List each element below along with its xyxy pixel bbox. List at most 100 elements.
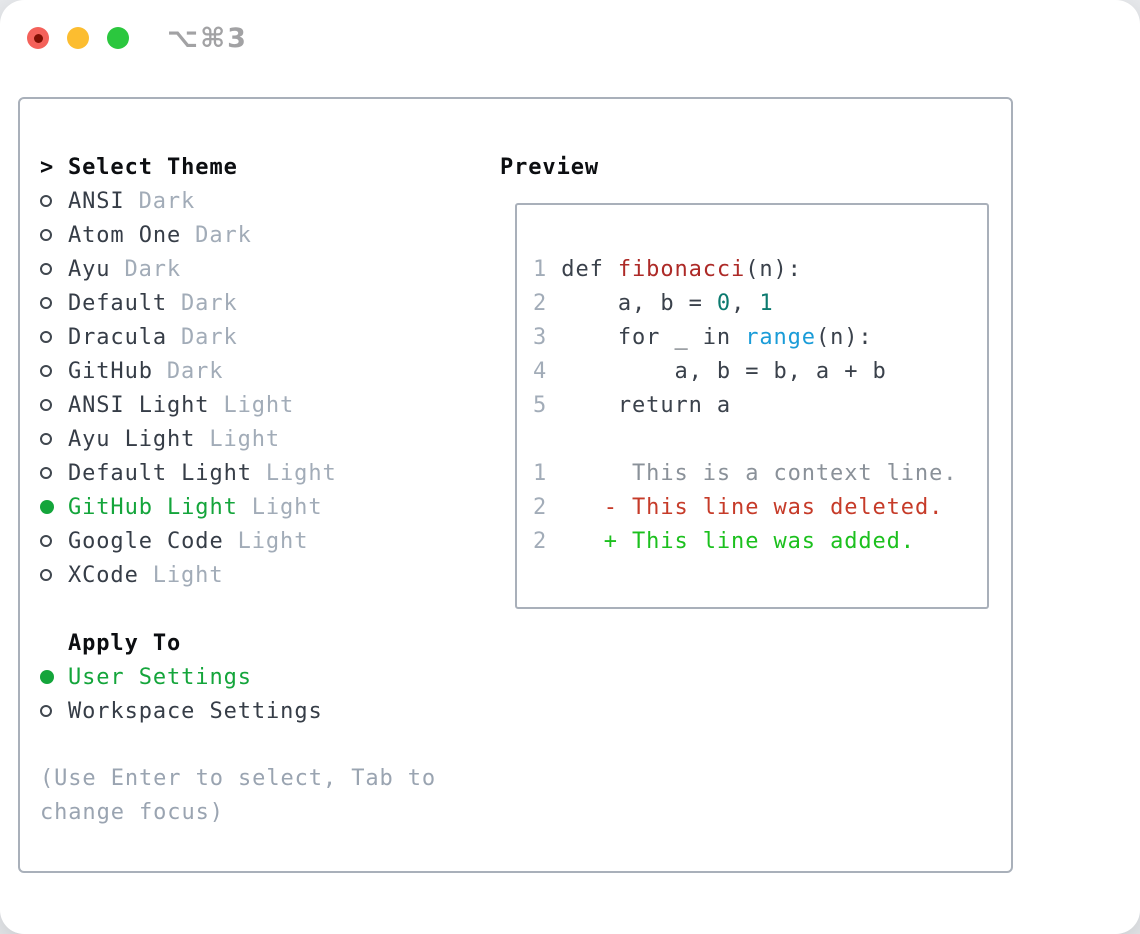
radio-icon bbox=[40, 229, 52, 241]
theme-option-default-light[interactable]: Default Light Light bbox=[40, 456, 436, 490]
theme-option-github[interactable]: GitHub Dark bbox=[40, 354, 436, 388]
help-text: (Use Enter to select, Tab to change focu… bbox=[40, 766, 437, 825]
code-segment-builtin: range bbox=[745, 325, 816, 350]
line-number: 2 bbox=[533, 291, 548, 316]
apply-option-user-settings[interactable]: User Settings bbox=[40, 660, 436, 694]
radio-selected-icon bbox=[40, 500, 54, 514]
code-segment-num: 0 bbox=[716, 291, 732, 316]
close-button[interactable] bbox=[27, 27, 49, 49]
theme-variant-tag: Dark bbox=[166, 358, 224, 384]
diff-line: 2 - This line was deleted. bbox=[533, 491, 971, 525]
radio-gutter bbox=[40, 433, 68, 445]
code-segment-plain bbox=[547, 529, 604, 554]
preview-header: Preview bbox=[500, 150, 989, 184]
code-segment-plain: , bbox=[731, 291, 760, 316]
spacer bbox=[533, 423, 971, 457]
theme-option-label: XCode bbox=[68, 562, 139, 588]
theme-variant-tag: Dark bbox=[195, 222, 252, 248]
code-sample: 1 def fibonacci(n): 2 a, b = 0, 1 3 for _ … bbox=[533, 253, 971, 423]
theme-variant-tag: Light bbox=[152, 562, 224, 588]
apply-option-label: Workspace Settings bbox=[68, 698, 323, 724]
radio-icon bbox=[40, 569, 52, 581]
theme-option-label: GitHub bbox=[68, 358, 153, 384]
code-segment-plain: for _ in bbox=[547, 325, 746, 350]
theme-option-github-light[interactable]: GitHub Light Light bbox=[40, 490, 436, 524]
radio-gutter bbox=[40, 705, 68, 717]
code-segment-del: - This line was deleted. bbox=[603, 495, 944, 520]
theme-variant-tag: Light bbox=[265, 460, 337, 486]
theme-option-label: Ayu Light bbox=[68, 426, 196, 452]
theme-variant-tag: Light bbox=[251, 494, 323, 520]
code-segment-plain: a, b = bbox=[547, 291, 717, 316]
line-number: 2 bbox=[533, 529, 548, 554]
maximize-button[interactable] bbox=[107, 27, 129, 49]
radio-gutter bbox=[40, 467, 68, 479]
code-line: 3 for _ in range(n): bbox=[533, 321, 971, 355]
apply-to-header: Apply To bbox=[68, 626, 436, 660]
code-segment-plain bbox=[547, 495, 604, 520]
radio-icon bbox=[40, 263, 52, 275]
line-number: 4 bbox=[533, 359, 548, 384]
focus-caret-icon: > bbox=[40, 154, 55, 180]
theme-option-ayu-light[interactable]: Ayu Light Light bbox=[40, 422, 436, 456]
radio-gutter bbox=[40, 297, 68, 309]
select-theme-title: Select Theme bbox=[68, 154, 238, 180]
theme-option-label: ANSI Light bbox=[68, 392, 210, 418]
line-number: 5 bbox=[533, 393, 548, 418]
theme-option-label: Ayu bbox=[68, 256, 111, 282]
theme-option-label: GitHub Light bbox=[68, 494, 238, 520]
line-number: 1 bbox=[533, 257, 548, 282]
preview-box: 1 def fibonacci(n): 2 a, b = 0, 1 3 for _ … bbox=[515, 203, 989, 609]
diff-sample: 1 This is a context line.2 - This line w… bbox=[533, 457, 971, 559]
theme-option-xcode[interactable]: XCode Light bbox=[40, 558, 436, 592]
code-line: 1 def fibonacci(n): bbox=[533, 253, 971, 287]
radio-icon bbox=[40, 399, 52, 411]
code-line: 5 return a bbox=[533, 389, 971, 423]
apply-to-title: Apply To bbox=[68, 630, 182, 656]
window-titlebar: ⌥⌘3 bbox=[0, 0, 1140, 76]
apply-option-label: User Settings bbox=[68, 664, 252, 690]
radio-icon bbox=[40, 195, 52, 207]
radio-icon bbox=[40, 365, 52, 377]
theme-option-label: ANSI bbox=[68, 188, 125, 214]
radio-icon bbox=[40, 535, 52, 547]
radio-gutter bbox=[40, 263, 68, 275]
select-theme-header: > Select Theme bbox=[40, 150, 436, 184]
radio-icon bbox=[40, 331, 52, 343]
code-segment-plain: return a bbox=[547, 393, 732, 418]
theme-option-label: Default Light bbox=[68, 460, 252, 486]
radio-icon bbox=[40, 467, 52, 479]
radio-gutter bbox=[40, 331, 68, 343]
code-segment-plain: a, b = b, a + b bbox=[547, 359, 887, 384]
minimize-button[interactable] bbox=[67, 27, 89, 49]
code-segment-plain: (n): bbox=[815, 325, 873, 350]
code-segment-context: This is a context line. bbox=[547, 461, 958, 486]
radio-icon bbox=[40, 297, 52, 309]
theme-variant-tag: Dark bbox=[181, 290, 238, 316]
radio-gutter bbox=[40, 229, 68, 241]
radio-gutter bbox=[40, 500, 68, 514]
code-segment-plain: def bbox=[547, 257, 618, 282]
code-line: 4 a, b = b, a + b bbox=[533, 355, 971, 389]
apply-option-workspace-settings[interactable]: Workspace Settings bbox=[40, 694, 436, 728]
theme-option-label: Atom One bbox=[68, 222, 182, 248]
theme-option-atom-one[interactable]: Atom One Dark bbox=[40, 218, 436, 252]
radio-gutter bbox=[40, 399, 68, 411]
line-number: 2 bbox=[533, 495, 548, 520]
preview-title: Preview bbox=[500, 154, 600, 180]
code-segment-add: + This line was added. bbox=[603, 529, 915, 554]
diff-line: 1 This is a context line. bbox=[533, 457, 971, 491]
theme-option-label: Google Code bbox=[68, 528, 224, 554]
theme-variant-tag: Light bbox=[209, 426, 281, 452]
